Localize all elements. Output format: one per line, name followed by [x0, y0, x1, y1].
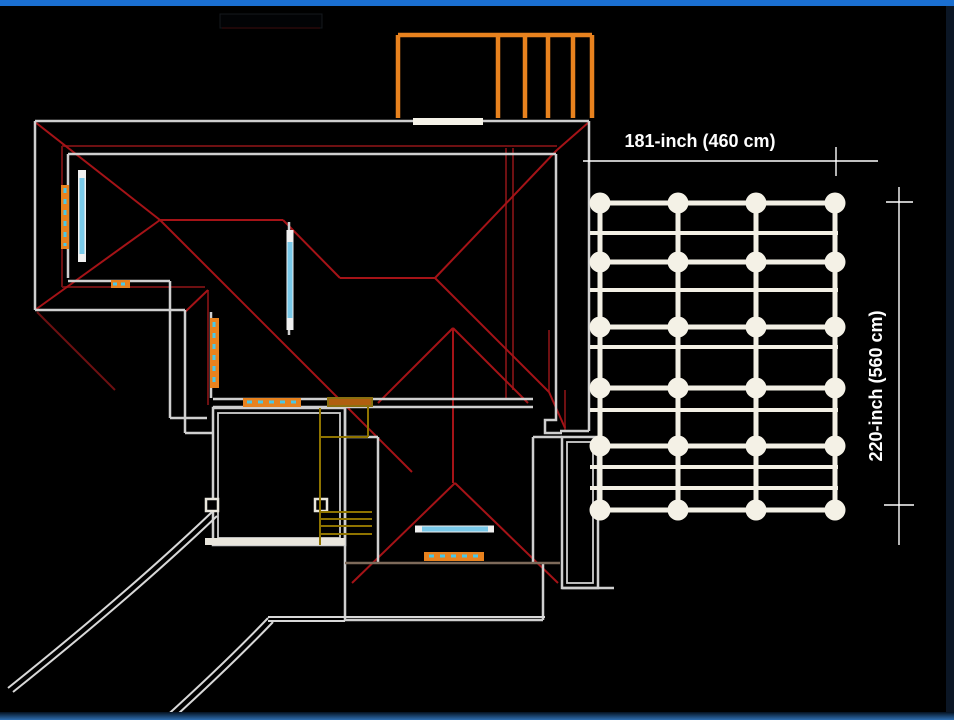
- pergola-post-dot: [667, 377, 689, 399]
- stair-lines: [319, 407, 372, 545]
- right-edge-strip: [946, 6, 954, 713]
- pergola-post-dot: [589, 377, 611, 399]
- pergola-post-dot: [589, 499, 611, 521]
- pergola-post-dot: [667, 192, 689, 214]
- pergola-post-dot: [745, 316, 767, 338]
- pergola-post-dot: [824, 435, 846, 457]
- pergola-post-dot: [824, 499, 846, 521]
- pergola-post-dot: [667, 251, 689, 273]
- dimension-annotations: 181-inch (460 cm) 220-inch (560 cm): [583, 131, 914, 545]
- pergola-post-dot: [667, 435, 689, 457]
- pergola-post-dot: [824, 377, 846, 399]
- pergola-post-dot: [667, 499, 689, 521]
- pergola-post-dot: [589, 251, 611, 273]
- roof-hip-lines: [34, 121, 590, 584]
- pergola-post-dot: [824, 192, 846, 214]
- height-dimension-label: 220-inch (560 cm): [866, 310, 886, 461]
- deck-structure: [395, 32, 595, 118]
- post-marker: [204, 497, 220, 513]
- window-orange: [61, 185, 69, 249]
- pergola-post-dot: [745, 499, 767, 521]
- window-orange: [111, 280, 130, 288]
- pergola-post-dot: [589, 316, 611, 338]
- pergola-post-dot: [667, 316, 689, 338]
- pergola-post-dot: [589, 192, 611, 214]
- width-dimension-label: 181-inch (460 cm): [624, 131, 775, 151]
- pergola-grid: [589, 192, 846, 521]
- top-blue-bar: [0, 0, 954, 6]
- faint-top-rectangle: [219, 13, 323, 29]
- window-orange: [210, 318, 219, 388]
- bottom-blue-bar: [0, 712, 954, 720]
- pergola-post-dot: [745, 377, 767, 399]
- pergola-post-dot: [589, 435, 611, 457]
- pergola-post-dot: [745, 435, 767, 457]
- windows: [61, 170, 494, 561]
- pergola-post-dot: [824, 251, 846, 273]
- pergola-post-dot: [745, 251, 767, 273]
- driveway-paths: [7, 511, 545, 720]
- window-olive: [327, 397, 373, 407]
- pergola-post-dot: [745, 192, 767, 214]
- pergola-post-dot: [824, 316, 846, 338]
